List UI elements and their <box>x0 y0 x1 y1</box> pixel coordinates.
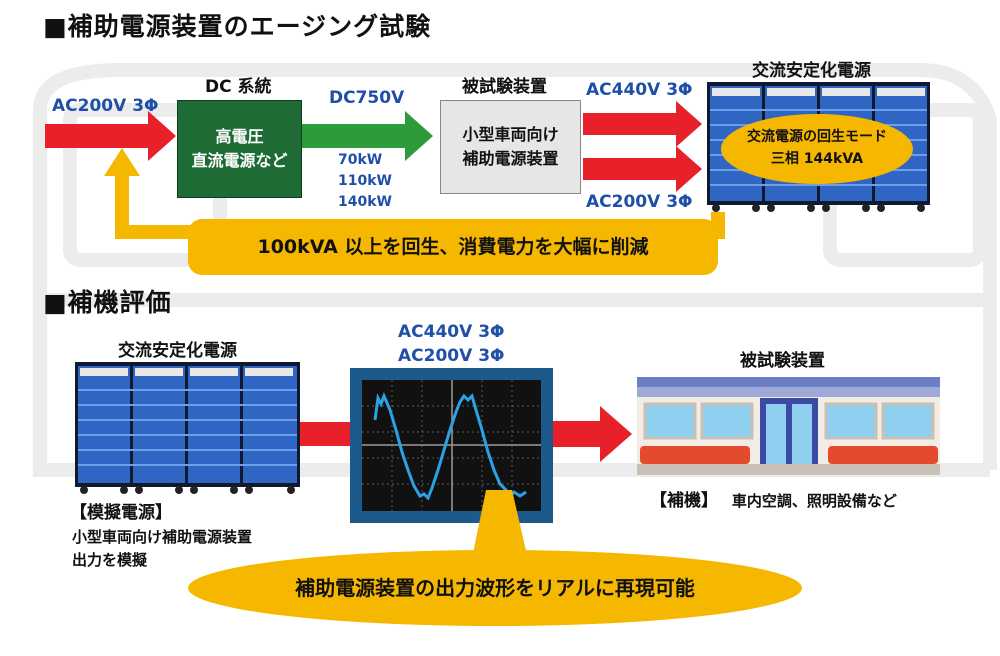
regen-banner-bg <box>188 219 718 275</box>
aux-equipment-caption: 【補機】 車内空調、照明設備など <box>650 486 897 511</box>
waveform-banner-bg <box>188 550 802 626</box>
ac-source-label-top: 交流安定化電源 <box>752 61 871 81</box>
dut-label-top: 被試験装置 <box>462 77 547 97</box>
dc-system-label: DC 系統 <box>205 77 272 97</box>
scope-voltage-labels: AC440V 3Φ AC200V 3Φ <box>398 320 504 368</box>
dc-source-box: 高電圧直流電源など <box>177 100 302 198</box>
out-low-red-arrow <box>583 146 702 192</box>
dut-box-line1: 小型車両向け <box>462 125 559 144</box>
regen-line1: 交流電源の回生モード <box>747 129 887 145</box>
power-rating-item: 110kW <box>338 173 392 189</box>
dc-green-arrow <box>302 111 433 161</box>
out-high-red-arrow <box>583 101 702 147</box>
input-voltage-label: AC200V 3Φ <box>52 96 159 116</box>
dut-box: 小型車両向け補助電源装置 <box>440 100 581 194</box>
aux-bracket-label: 【補機】 <box>650 491 718 511</box>
dc-box-line1: 高電圧 <box>215 127 264 146</box>
waveform-trace <box>373 391 527 501</box>
input-red-arrow <box>45 111 176 161</box>
waveform-callout-pointer <box>470 490 530 568</box>
regen-line2: 三相 144kVA <box>770 151 864 167</box>
scope-voltage-line1: AC440V 3Φ <box>398 322 505 342</box>
regen-mode-ellipse <box>721 114 913 184</box>
out-high-voltage-label: AC440V 3Φ <box>586 80 693 100</box>
oscilloscope-display <box>350 368 553 523</box>
out-low-voltage-label: AC200V 3Φ <box>586 192 693 212</box>
power-ratings: 70kW 110kW 140kW <box>338 150 392 213</box>
dc-box-line2: 直流電源など <box>191 151 288 170</box>
scope-to-dut-red-arrow <box>552 406 632 462</box>
train-interior-illustration <box>637 377 940 475</box>
dut-box-line2: 補助電源装置 <box>462 149 559 168</box>
source-to-scope-red-arrow <box>300 422 352 446</box>
section1-title: ■補助電源装置のエージング試験 <box>43 12 432 41</box>
section2-title: ■補機評価 <box>43 288 172 317</box>
ac-source-label-bottom: 交流安定化電源 <box>118 341 237 361</box>
waveform-banner-text: 補助電源装置の出力波形をリアルに再現可能 <box>295 576 695 600</box>
regen-mode-text: 交流電源の回生モード三相 144kVA <box>722 120 912 176</box>
power-rating-item: 70kW <box>338 152 383 168</box>
sim-source-label: 【模擬電源】 <box>70 503 172 523</box>
aux-description: 車内空調、照明設備など <box>731 492 897 510</box>
scope-voltage-line2: AC200V 3Φ <box>398 346 505 366</box>
sim-desc-line1: 小型車両向け補助電源装置 <box>72 528 253 546</box>
regen-banner-text: 100kVA 以上を回生、消費電力を大幅に削減 <box>257 236 649 258</box>
sim-desc-line2: 出力を模擬 <box>72 551 148 569</box>
dut-label-bottom: 被試験装置 <box>740 351 825 371</box>
regen-arrow-head <box>104 148 140 176</box>
dc-voltage-label: DC750V <box>329 88 405 108</box>
ac-power-supply-rack-bottom <box>75 362 300 494</box>
power-rating-item: 140kW <box>338 194 392 210</box>
sim-source-description: 小型車両向け補助電源装置 出力を模擬 <box>72 526 252 572</box>
